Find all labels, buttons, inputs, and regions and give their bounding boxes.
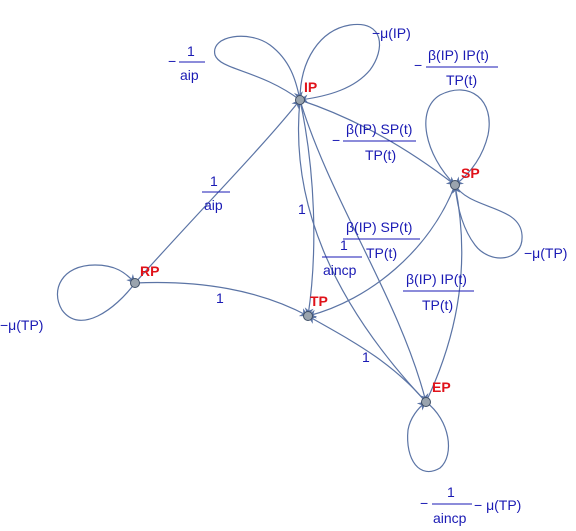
edge-rp-to-ip (134, 99, 301, 284)
edge-rp-to-tp (134, 281, 309, 317)
label-ip-sp-den: TP(t) (365, 147, 396, 163)
label-sp-self-top-num: β(IP) IP(t) (428, 47, 489, 63)
node-label-rp: RP (140, 263, 159, 279)
label-ep-self-rest: − μ(TP) (474, 497, 521, 513)
edge-rp-self (56, 264, 136, 321)
label-rp-tp-one: 1 (216, 290, 224, 306)
label-rp-ip-den: aip (204, 197, 223, 213)
label-rp-self-mu: −μ(TP) (0, 317, 43, 333)
edge-ip-to-sp (299, 99, 456, 186)
node-ep[interactable] (421, 397, 431, 407)
edge-ip-to-ep-a (299, 99, 429, 403)
edge-sp-self-bottom (451, 184, 523, 259)
node-tp[interactable] (303, 311, 313, 321)
node-label-ep: EP (432, 379, 451, 395)
edge-ip-to-ep-b (297, 99, 427, 403)
edge-ep-to-tp (307, 315, 427, 403)
label-ip-ep-num: 1 (340, 237, 348, 253)
label-sp-self-top-minus: − (414, 57, 422, 73)
label-sp-tp-den: TP(t) (366, 245, 397, 261)
label-ep-self-num: 1 (447, 484, 455, 500)
node-sp[interactable] (450, 180, 460, 190)
label-rp-ip-num: 1 (210, 173, 218, 189)
label-ip-ep-den: aincp (323, 262, 357, 278)
label-ep-self-minus: − (420, 495, 428, 511)
edge-sp-to-tp (307, 184, 456, 319)
label-ip-self-minus: − (168, 53, 176, 69)
label-sp-self-mu: −μ(TP) (524, 245, 567, 261)
node-rp[interactable] (130, 278, 140, 288)
edge-ep-self (407, 401, 450, 473)
label-ep-self-den: aincp (433, 510, 467, 526)
label-ep-sp-den: TP(t) (422, 297, 453, 313)
label-ip-sp-num: β(IP) SP(t) (346, 121, 412, 137)
edge-ip-to-tp (299, 99, 315, 317)
label-ep-tp-one: 1 (362, 349, 370, 365)
edge-sp-self-top (425, 89, 490, 186)
edge-ip-self-left (214, 35, 303, 101)
label-ip-tp-one: 1 (298, 201, 306, 217)
label-sp-self-top-den: TP(t) (446, 72, 477, 88)
node-ip[interactable] (295, 95, 305, 105)
label-ip-self-mu: −μ(IP) (372, 25, 411, 41)
label-ip-sp-minus: − (332, 132, 340, 148)
node-label-sp: SP (461, 165, 480, 181)
label-ip-self-den: aip (180, 67, 199, 83)
label-ep-sp-num: β(IP) IP(t) (406, 271, 467, 287)
node-label-ip: IP (304, 79, 317, 95)
edge-ip-self-right (299, 23, 381, 104)
edge-ep-to-sp (425, 184, 463, 403)
label-ip-self-num: 1 (187, 43, 195, 59)
node-label-tp: TP (310, 293, 328, 309)
label-sp-tp-num: β(IP) SP(t) (346, 219, 412, 235)
